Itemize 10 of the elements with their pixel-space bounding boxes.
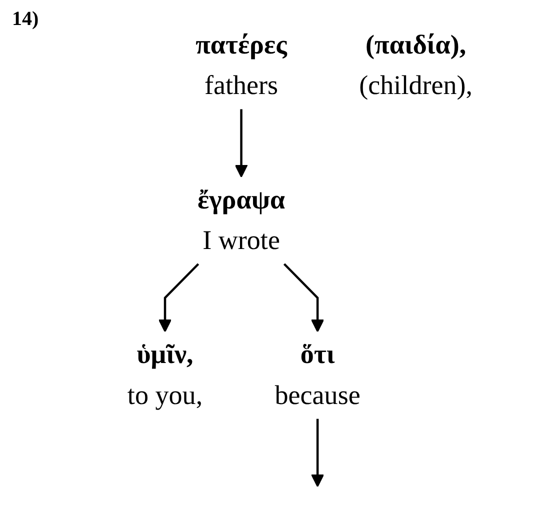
word-label: πατέρες fathers	[196, 30, 287, 100]
item-number: 14)	[12, 8, 39, 31]
arrow	[310, 418, 324, 488]
word-label: ἔγραψα I wrote	[198, 184, 286, 255]
arrow	[234, 109, 248, 178]
word-label: ὅτι because	[274, 339, 360, 410]
word-label: ὑμῖν, to you,	[127, 339, 203, 410]
word-label: (παιδία), (children),	[359, 30, 473, 100]
arrow	[158, 263, 200, 332]
arrow	[283, 263, 324, 332]
